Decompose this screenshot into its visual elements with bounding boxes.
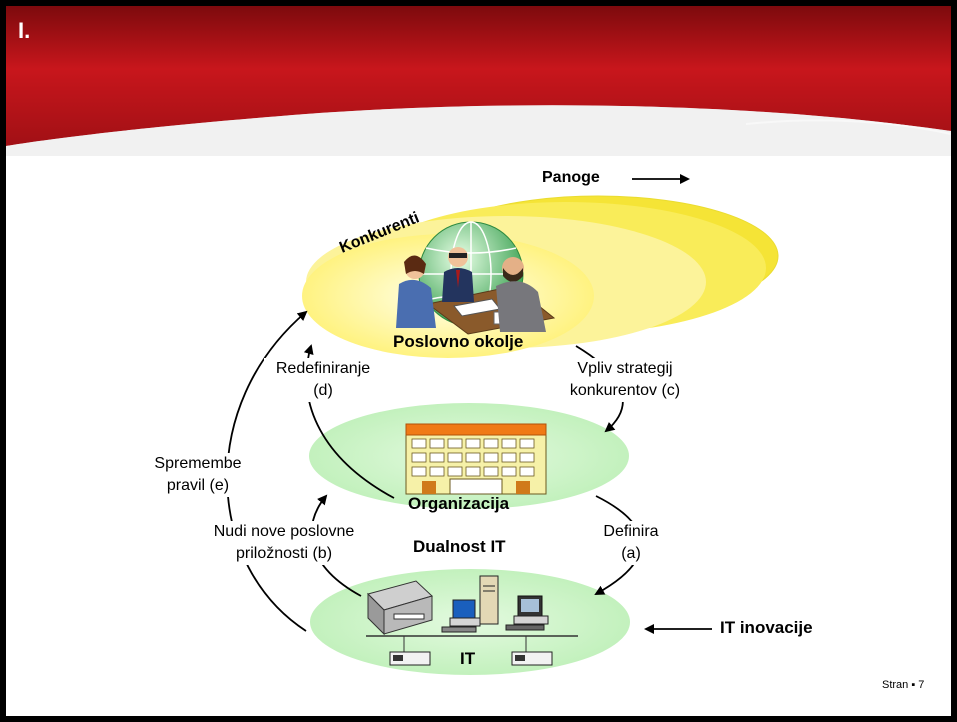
computer-network-icon xyxy=(366,575,578,666)
spremembe-label: Spremembe pravil (e) xyxy=(146,453,250,497)
nudi-line1: Nudi nove poslovne xyxy=(213,523,355,540)
definira-line1: Definira xyxy=(603,523,659,540)
redefiniranje-label: Redefiniranje (d) xyxy=(264,358,382,402)
panoge-label: Panoge xyxy=(542,169,600,186)
redefiniranje-line2: (d) xyxy=(313,382,333,399)
nudi-line2: priložnosti (b) xyxy=(235,545,333,562)
vpliv-label: Vpliv strategij konkurentov (c) xyxy=(560,358,690,402)
page-number: Stran ▪ 7 xyxy=(882,679,925,691)
poslovno-okolje-label: Poslovno okolje xyxy=(393,332,524,351)
business-meeting-icon xyxy=(396,247,556,335)
diagram: Konkurenti xyxy=(226,174,779,675)
nudi-label: Nudi nove poslovne priložnosti (b) xyxy=(199,521,369,565)
slide-number: I. xyxy=(18,18,31,43)
redefiniranje-line1: Redefiniranje xyxy=(275,360,371,377)
building-icon xyxy=(405,423,547,495)
spremembe-line2: pravil (e) xyxy=(166,477,230,494)
spremembe-line1: Spremembe xyxy=(154,455,242,472)
it-label: IT xyxy=(460,649,476,668)
slide: I. xyxy=(6,6,951,716)
header-banner xyxy=(6,6,951,156)
dualnost-label: Dualnost IT xyxy=(413,537,506,556)
it-inovacije-label: IT inovacije xyxy=(720,618,813,637)
vpliv-line1: Vpliv strategij xyxy=(577,360,673,377)
organizacija-label: Organizacija xyxy=(408,494,510,513)
definira-label: Definira (a) xyxy=(594,521,668,565)
vpliv-line2: konkurentov (c) xyxy=(569,382,681,399)
definira-line2: (a) xyxy=(621,545,641,562)
